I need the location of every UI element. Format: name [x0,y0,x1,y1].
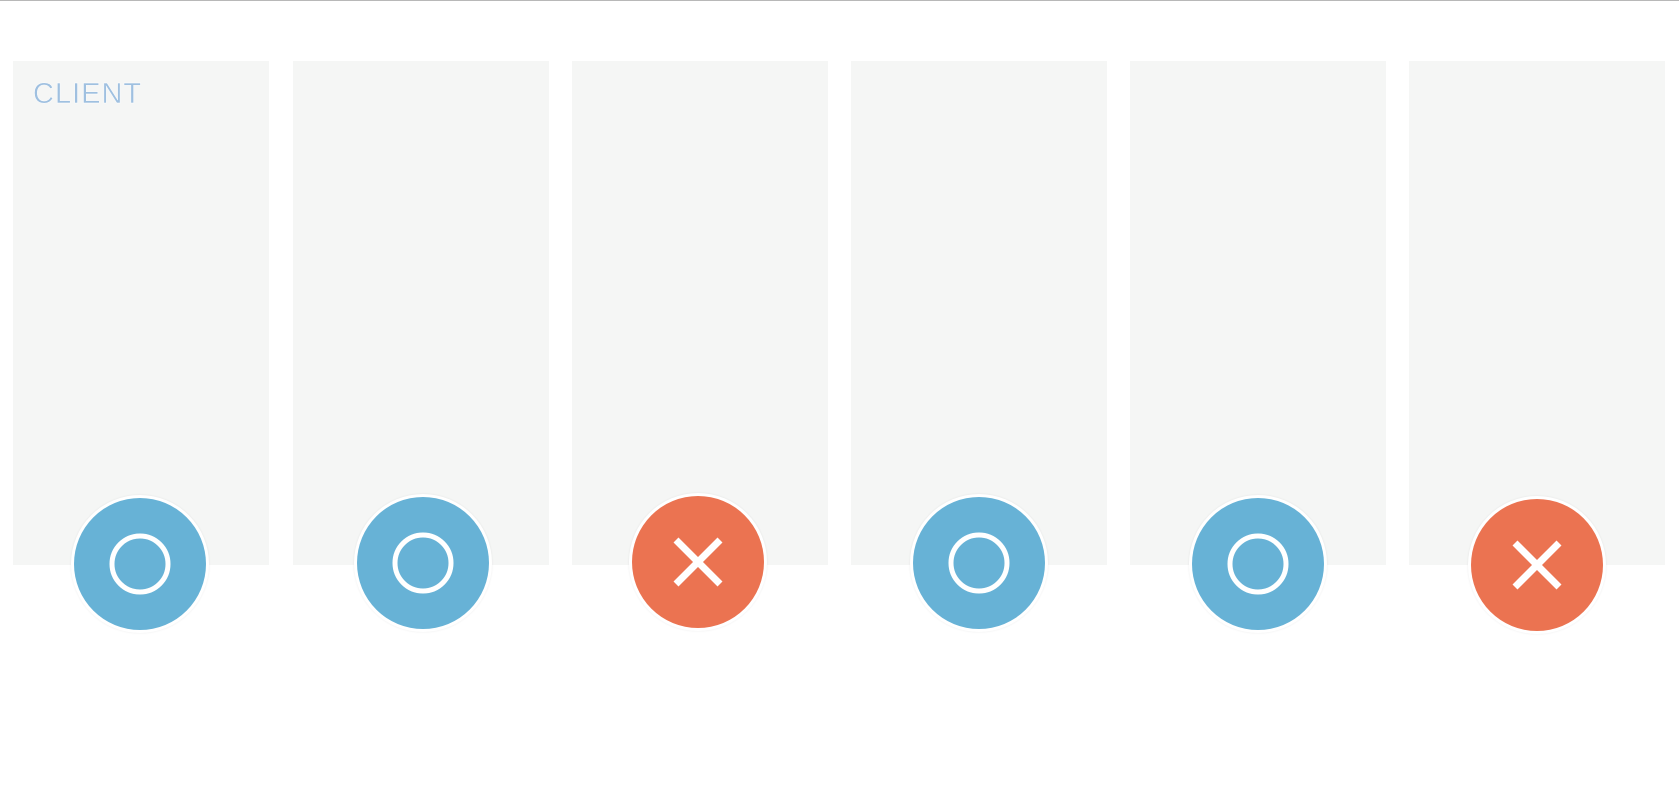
column-panel-6 [1409,61,1665,565]
status-fail-disc [632,496,764,628]
target-icon [948,532,1010,594]
column-panel-3 [572,61,828,565]
status-fail-disc [1471,499,1603,631]
top-divider [0,0,1679,1]
status-badge-5[interactable] [1189,495,1327,633]
status-ok-disc [357,497,489,629]
status-ok-disc [913,497,1045,629]
target-icon [109,533,171,595]
status-badge-4[interactable] [910,494,1048,632]
status-ok-disc [74,498,206,630]
column-panel-2 [293,61,549,565]
target-icon [1227,533,1289,595]
status-ok-disc [1192,498,1324,630]
target-icon [392,532,454,594]
status-badge-1[interactable] [71,495,209,633]
status-badge-2[interactable] [354,494,492,632]
status-badge-3[interactable] [629,493,767,631]
close-icon [673,537,723,587]
close-icon [1512,540,1562,590]
column-label: CLIENT [33,78,143,110]
column-panel-4 [851,61,1107,565]
status-badge-6[interactable] [1468,496,1606,634]
column-panel-1: CLIENT [13,61,269,565]
column-panel-5 [1130,61,1386,565]
